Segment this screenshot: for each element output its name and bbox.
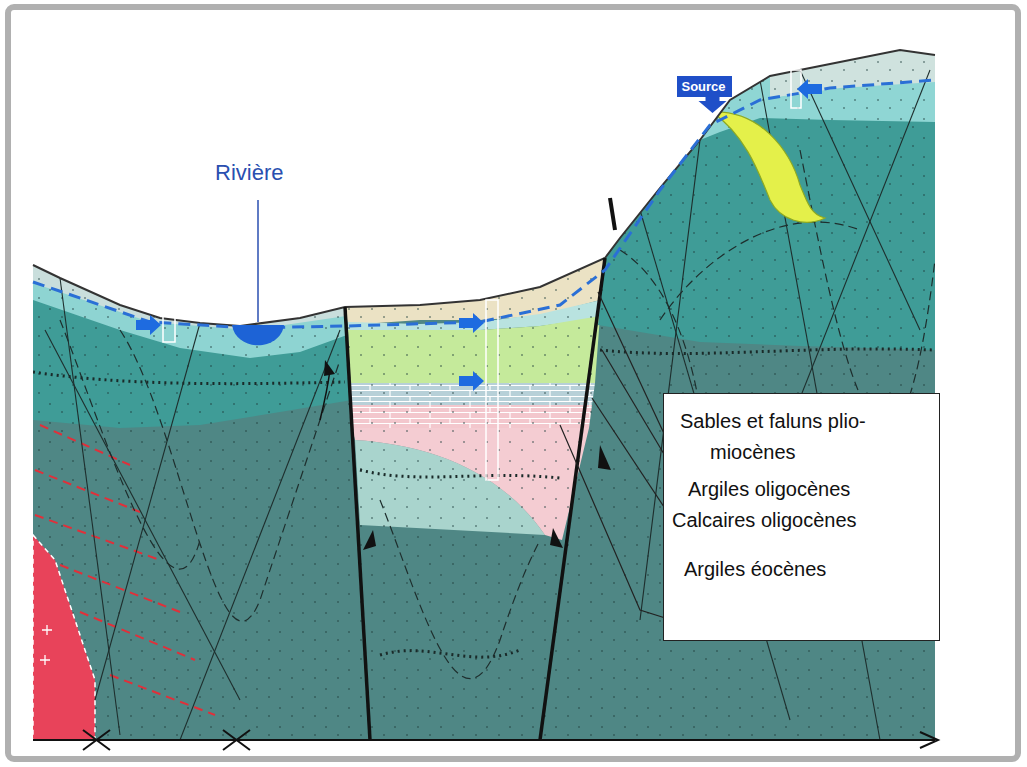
thrust-marks xyxy=(363,445,611,550)
legend-text: Argiles éocènes xyxy=(684,554,924,585)
main-faults xyxy=(345,198,615,740)
source-arrow xyxy=(677,76,732,113)
place-label: Rivière xyxy=(215,160,283,186)
legend-box: Sables et faluns plio-miocènesArgiles ol… xyxy=(663,393,940,641)
river xyxy=(232,325,284,345)
legend-text: Sables et faluns plio-miocènes xyxy=(680,406,895,468)
topography xyxy=(33,50,935,326)
legend-text: Argiles oligocènes xyxy=(688,474,928,505)
flow-arrows xyxy=(136,79,822,391)
source-marker: Source xyxy=(677,76,731,97)
frame xyxy=(8,7,1018,759)
water-table xyxy=(33,80,935,328)
section-axis xyxy=(33,730,938,750)
source-label: Source xyxy=(677,76,731,97)
ground xyxy=(30,40,940,755)
legend-text: Calcaires oligocènes xyxy=(672,505,932,536)
